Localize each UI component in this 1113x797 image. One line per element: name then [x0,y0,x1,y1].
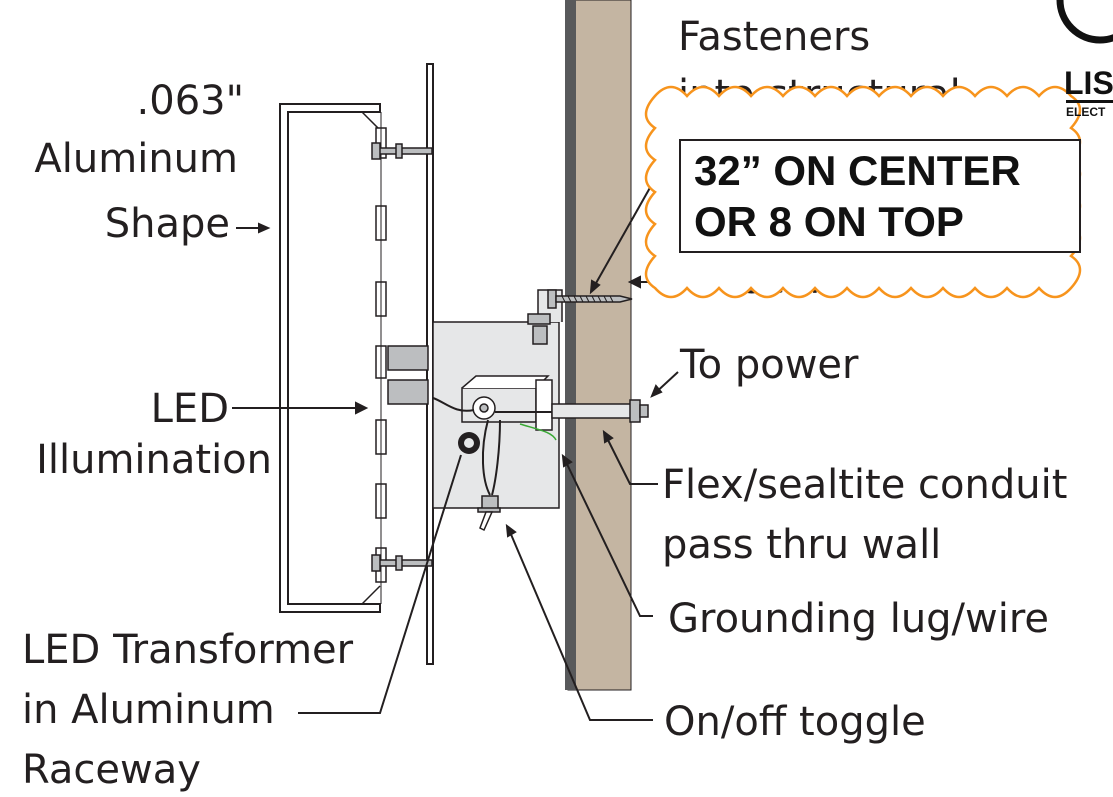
label-aluminum-thickness: .063" [137,78,244,124]
lag-screw [555,295,633,303]
label-shape: Shape [105,201,230,247]
label-illumination: Illumination [36,437,272,483]
label-conduit-1: Flex/sealtite conduit [662,462,1067,508]
label-aluminum: Aluminum [34,136,238,182]
logo-text-big: LIS [1064,65,1113,101]
callout-line-2: OR 8 ON TOP [694,198,964,245]
junction-box [461,375,553,431]
wall-face [565,0,576,690]
label-transformer-1: LED Transformer [22,627,354,673]
callout-box [679,139,1081,253]
label-transformer-3: Raceway [22,747,201,793]
label-to-power: To power [679,342,859,388]
label-toggle: On/off toggle [664,699,926,745]
label-fasteners: Fasteners [678,14,870,60]
logo-text-small: ELECT [1066,105,1106,119]
conduit [551,399,649,423]
wiring [432,397,557,496]
label-conduit-2: pass thru wall [662,522,941,568]
label-grounding: Grounding lug/wire [668,596,1049,642]
raceway-spacers [387,345,429,405]
logo-underline [1066,100,1113,103]
label-transformer-2: in Aluminum [22,687,275,733]
listed-logo: LIS ELECT [1056,0,1113,119]
callout-line-1: 32” ON CENTER [694,147,1021,194]
transformer [458,432,480,454]
label-led: LED [151,386,229,432]
standoff-bolts [371,142,433,572]
toggle-switch [477,495,501,532]
led-modules [375,112,387,604]
aluminum-shape [279,103,381,613]
fascia-wall [567,0,632,691]
